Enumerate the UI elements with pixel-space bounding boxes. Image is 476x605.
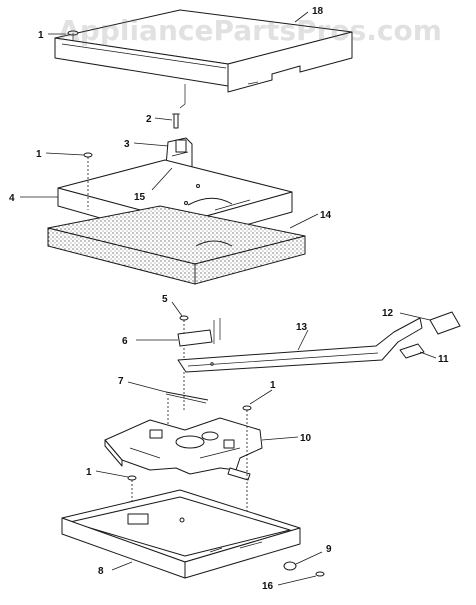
callout-10: 10 xyxy=(300,433,312,444)
leader-lines xyxy=(20,11,437,586)
callout-6: 6 xyxy=(122,336,128,347)
callout-15: 15 xyxy=(134,192,146,203)
callout-9: 9 xyxy=(326,544,332,555)
callout-1-mid: 1 xyxy=(270,380,276,391)
callout-11: 11 xyxy=(438,354,449,365)
callout-12: 12 xyxy=(382,308,394,319)
callout-1-top: 1 xyxy=(38,30,44,41)
part-1-screw-top xyxy=(67,30,79,40)
part-12-end-pad xyxy=(429,311,461,335)
part-2-screw xyxy=(172,113,180,129)
part-18-top-cover xyxy=(54,9,353,109)
callout-16: 16 xyxy=(262,581,274,592)
part-11-clip xyxy=(399,343,425,359)
callout-14: 14 xyxy=(320,210,332,221)
part-9-grommet xyxy=(283,561,297,571)
callout-2: 2 xyxy=(146,114,152,125)
callout-5: 5 xyxy=(162,294,168,305)
part-16-screw xyxy=(315,571,325,577)
callout-1-lower: 1 xyxy=(86,467,92,478)
part-14-insulation-pad xyxy=(47,205,306,285)
callout-8: 8 xyxy=(98,566,104,577)
part-1-screw-upper xyxy=(83,152,93,210)
part-8-base-pan xyxy=(61,489,301,579)
callout-3: 3 xyxy=(124,139,130,150)
part-10-mechanism-plate xyxy=(104,417,263,481)
callout-7: 7 xyxy=(118,376,124,387)
callout-4: 4 xyxy=(9,193,15,204)
part-6-clip xyxy=(177,318,221,347)
callout-1-upper: 1 xyxy=(36,149,42,160)
callout-13: 13 xyxy=(296,322,308,333)
callout-18: 18 xyxy=(312,6,324,17)
part-13-rod xyxy=(177,317,423,373)
callout-labels: 1 18 2 3 1 15 4 14 5 12 6 13 11 7 1 10 1… xyxy=(9,6,449,592)
part-7-link xyxy=(165,391,209,430)
